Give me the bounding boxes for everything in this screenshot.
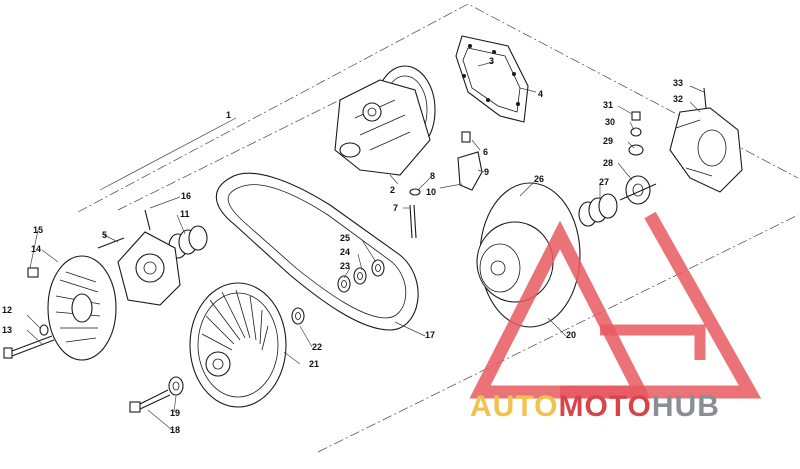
- leader-1: [99, 117, 237, 191]
- shaft-parts: [619, 111, 657, 205]
- cam: [669, 87, 743, 193]
- callout-22: 22: [312, 342, 323, 352]
- drive-clutch: [334, 65, 436, 176]
- callout-28: 28: [603, 158, 614, 168]
- callout-31: 31: [603, 100, 614, 110]
- watermark-text: AUTOMOTOHUB: [470, 390, 720, 424]
- callout-32: 32: [673, 94, 684, 104]
- watermark-part-a: AUTO: [470, 390, 559, 423]
- callout-13: 13: [2, 325, 13, 335]
- washers: [291, 259, 385, 325]
- hub-plate: [117, 209, 181, 306]
- watermark-part-c: HUB: [651, 390, 720, 423]
- callout-21: 21: [309, 359, 320, 369]
- callout-29: 29: [603, 136, 614, 146]
- callout-18: 18: [170, 425, 181, 435]
- callout-3: 3: [489, 56, 495, 66]
- callout-11: 11: [180, 209, 190, 219]
- spring-washers-27: [578, 193, 618, 227]
- callout-2: 2: [390, 185, 396, 195]
- callout-7: 7: [393, 203, 399, 213]
- leader-lines: [26, 61, 705, 431]
- primary-group-line: [117, 89, 361, 211]
- callout-30: 30: [605, 117, 616, 127]
- callout-33: 33: [673, 78, 684, 88]
- bolt-18: [129, 376, 184, 413]
- assembly-boundary-top: [77, 3, 799, 213]
- cover-plate: [455, 35, 529, 123]
- callout-9: 9: [484, 167, 490, 177]
- callout-15: 15: [33, 225, 44, 235]
- callout-20: 20: [566, 330, 577, 340]
- assembly-boundary-bottom: [317, 214, 799, 453]
- callout-19: 19: [170, 408, 181, 418]
- callout-17: 17: [425, 330, 436, 340]
- callout-1: 1: [226, 110, 232, 120]
- watermark-part-b: MOTO: [558, 390, 652, 423]
- callout-4: 4: [538, 89, 544, 99]
- watermark-logo-icon: [469, 211, 762, 399]
- callout-10: 10: [426, 187, 437, 197]
- spring-washers-11: [168, 225, 208, 259]
- callout-26: 26: [534, 174, 545, 184]
- callout-16: 16: [181, 191, 192, 201]
- drive-belt: [215, 172, 419, 331]
- bracket-parts: [409, 131, 483, 239]
- callout-23: 23: [340, 261, 351, 271]
- callout-24: 24: [340, 247, 351, 257]
- callout-14: 14: [31, 244, 42, 254]
- callout-5: 5: [102, 230, 108, 240]
- callout-6: 6: [483, 147, 489, 157]
- callout-8: 8: [430, 171, 436, 181]
- fan-sheave: [47, 255, 117, 361]
- callout-12: 12: [2, 305, 13, 315]
- bolts-left: [3, 237, 125, 359]
- callout-25: 25: [340, 233, 351, 243]
- callout-27: 27: [599, 177, 610, 187]
- driven-sheave: [189, 282, 287, 408]
